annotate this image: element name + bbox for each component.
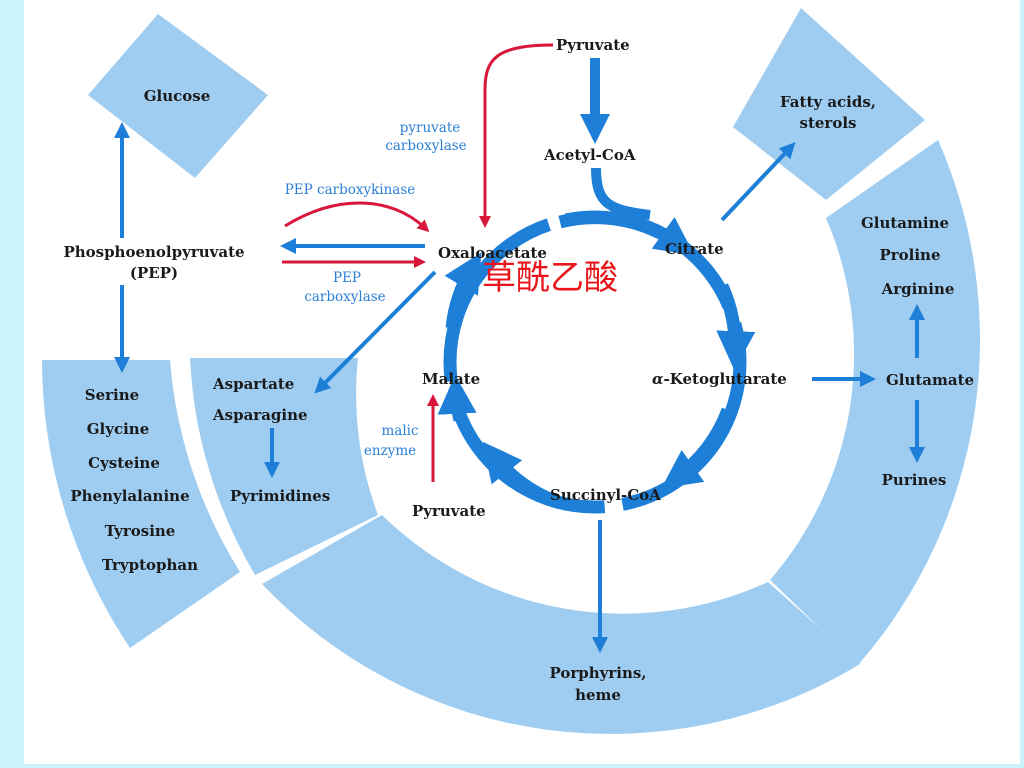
tca-cycle-ring (437, 210, 756, 514)
label-glycine: Glycine (87, 420, 150, 438)
label-ketoglutarate-text: -Ketoglutarate (664, 370, 787, 388)
label-tyrosine: Tyrosine (105, 522, 176, 540)
label-pyruvate-bottom: Pyruvate (412, 502, 486, 520)
label-ketoglutarate: α-Ketoglutarate (652, 370, 787, 388)
label-oxaloacetate: Oxaloacetate (438, 244, 547, 262)
label-malic-enzyme-l1: malic (381, 423, 418, 439)
sector-bottom (262, 515, 860, 734)
sector-aspartate (190, 358, 378, 575)
blue-arrows (114, 58, 925, 653)
label-malate: Malate (422, 370, 480, 388)
label-aspartate: Aspartate (212, 375, 294, 393)
label-pyruvate-carboxylase-l1: pyruvate (400, 120, 461, 136)
enzyme-labels: pyruvate carboxylase PEP carboxykinase P… (285, 120, 467, 459)
sector-right (770, 140, 981, 665)
label-glutamate: Glutamate (886, 371, 974, 389)
label-pep-line1: Phosphoenolpyruvate (63, 243, 244, 261)
label-porphyrins-l2: heme (575, 686, 621, 704)
label-arginine: Arginine (881, 280, 955, 298)
label-pep-line2: (PEP) (130, 264, 178, 282)
label-alpha-symbol: α (652, 370, 664, 388)
label-pyruvate-top: Pyruvate (556, 36, 630, 54)
label-malic-enzyme-l2: enzyme (364, 443, 416, 459)
product-labels: Glucose Fatty acids, sterols Glutamine P… (70, 87, 974, 704)
label-acetyl-coa: Acetyl-CoA (543, 146, 636, 164)
label-citrate: Citrate (665, 240, 724, 258)
sector-serine (42, 360, 240, 648)
label-glucose: Glucose (144, 87, 211, 105)
label-cysteine: Cysteine (88, 454, 160, 472)
label-fatty-acids-l2: sterols (800, 114, 857, 132)
label-pep-carboxylase-l1: PEP (333, 270, 361, 286)
metabolite-labels: Pyruvate Acetyl-CoA Citrate Oxaloacetate… (63, 36, 786, 520)
label-phenylalanine: Phenylalanine (70, 487, 189, 505)
label-pyruvate-carboxylase-l2: carboxylase (385, 138, 466, 154)
label-proline: Proline (879, 246, 940, 264)
arrow-pyruvate-carboxylase (479, 43, 554, 228)
arrow-oaa-aspartate (314, 270, 437, 394)
outer-ring-sectors (42, 8, 981, 734)
label-succinyl-coa: Succinyl-CoA (550, 486, 661, 504)
arrow-citrate-fatty (720, 142, 796, 222)
label-chinese-oxaloacetate: 草酰乙酸 (482, 258, 618, 298)
label-serine: Serine (85, 386, 139, 404)
label-glutamine: Glutamine (861, 214, 949, 232)
arrow-acetylcoa-citrate (591, 167, 651, 220)
red-arrows (282, 43, 554, 482)
label-pep-carboxykinase: PEP carboxykinase (285, 182, 416, 198)
sector-glucose (88, 14, 268, 178)
arrow-pep-carboxykinase (284, 201, 430, 233)
label-pyrimidines: Pyrimidines (230, 487, 330, 505)
label-tryptophan: Tryptophan (102, 556, 198, 574)
label-fatty-acids-l1: Fatty acids, (780, 93, 876, 111)
label-asparagine: Asparagine (212, 406, 308, 424)
label-pep-carboxylase-l2: carboxylase (304, 289, 385, 305)
label-purines: Purines (882, 471, 947, 489)
label-porphyrins-l1: Porphyrins, (549, 664, 646, 682)
